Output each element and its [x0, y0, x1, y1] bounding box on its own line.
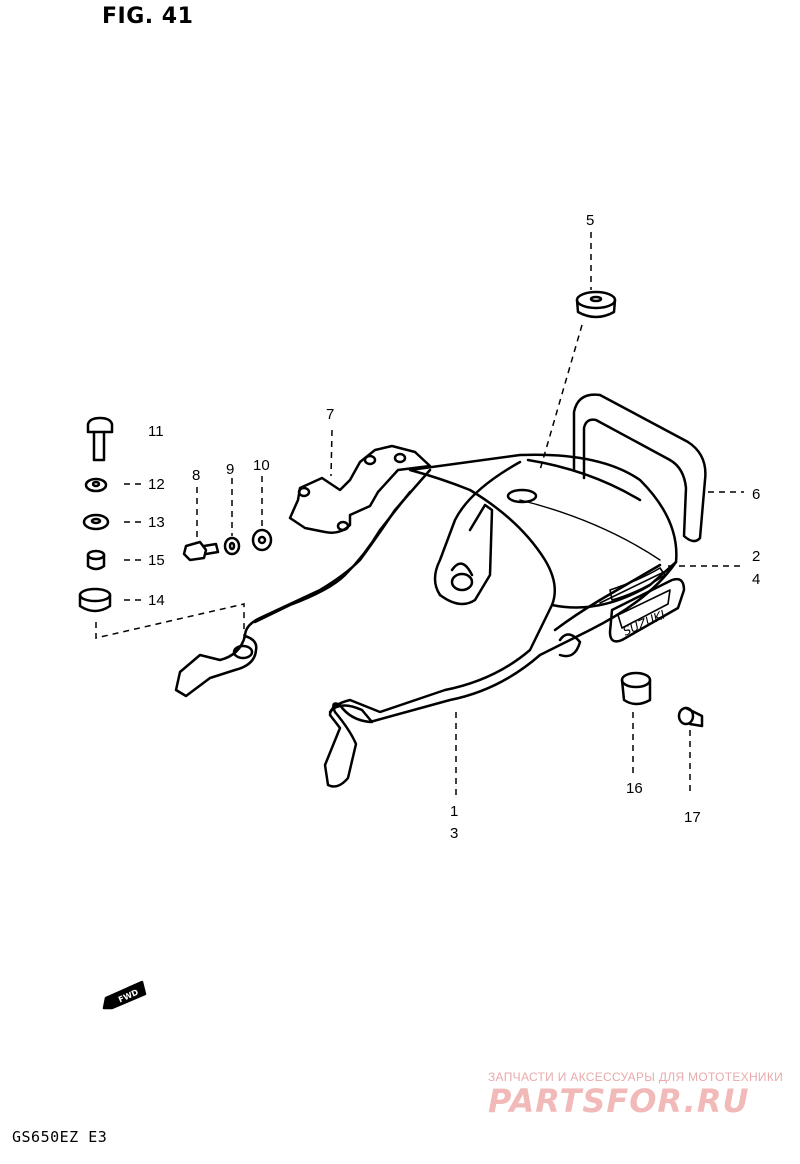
washer-10	[251, 528, 273, 552]
part-label-13: 13	[148, 514, 165, 531]
part-label-4: 4	[752, 571, 761, 588]
part-label-12: 12	[148, 476, 165, 493]
grab-handle	[572, 393, 707, 543]
part-label-17: 17	[684, 809, 701, 826]
part-label-10: 10	[253, 457, 270, 474]
cushion-14	[78, 587, 112, 613]
part-label-8: 8	[192, 467, 201, 484]
fwd-arrow-icon	[102, 980, 147, 1010]
part-label-3: 3	[450, 825, 459, 842]
emblem-plate	[608, 577, 686, 643]
cushion-16	[620, 671, 652, 706]
washer-13	[82, 513, 110, 531]
model-code: GS650EZ E3	[12, 1128, 108, 1146]
bolt-8	[182, 540, 220, 562]
part-label-9: 9	[226, 461, 235, 478]
emblem-text: SUZUKI	[621, 607, 668, 638]
part-label-11: 11	[148, 423, 164, 440]
part-label-16: 16	[626, 780, 643, 797]
part-label-15: 15	[148, 552, 165, 569]
watermark-logo: PARTSFOR.RU	[488, 1082, 750, 1120]
watermark-tagline: ЗАПЧАСТИ И АКСЕССУАРЫ ДЛЯ МОТОТЕХНИКИ	[488, 1070, 784, 1084]
part-label-14: 14	[148, 592, 165, 609]
part-label-2: 2	[752, 548, 761, 565]
bracket-7	[288, 444, 432, 534]
grommet-5	[575, 290, 617, 319]
part-label-5: 5	[586, 212, 595, 229]
nut-12	[84, 477, 108, 493]
part-label-7: 7	[326, 406, 335, 423]
collar-15	[86, 549, 106, 571]
figure-title: FIG. 41	[102, 4, 194, 29]
bolt-11	[86, 416, 114, 462]
collar-17	[677, 706, 704, 728]
rear-cowl-assembly	[174, 453, 678, 788]
part-label-1: 1	[450, 803, 459, 820]
part-label-6: 6	[752, 486, 761, 503]
lock-washer-9	[223, 536, 241, 556]
